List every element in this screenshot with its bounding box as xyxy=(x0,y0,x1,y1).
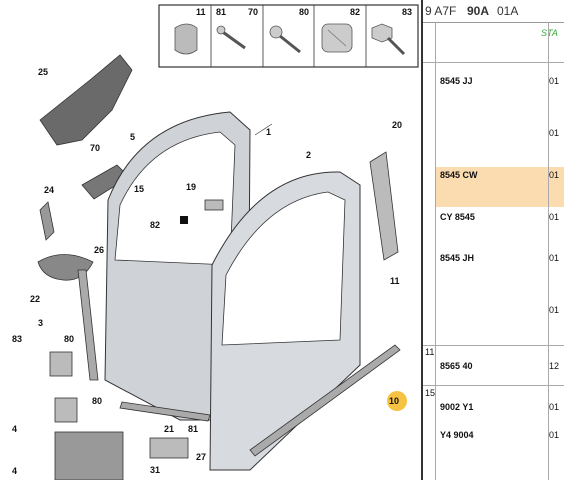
row-divider xyxy=(423,345,564,346)
callout-83[interactable]: 83 xyxy=(12,334,22,344)
hw-label-81: 81 xyxy=(216,7,226,17)
callout-25[interactable]: 25 xyxy=(38,67,48,77)
part-number-cell[interactable]: 8565 40 xyxy=(440,361,473,371)
qty-cell: 01 xyxy=(549,305,560,315)
fastener-82-icon xyxy=(180,216,188,224)
callout-70[interactable]: 70 xyxy=(90,143,100,153)
part-number-cell[interactable]: 9002 Y1 xyxy=(440,402,474,412)
callout-20[interactable]: 20 xyxy=(392,120,402,130)
part-number-cell[interactable]: 8545 JH xyxy=(440,253,475,263)
callout-24[interactable]: 24 xyxy=(44,185,54,195)
callout-5[interactable]: 5 xyxy=(130,132,135,142)
callout-22[interactable]: 22 xyxy=(30,294,40,304)
callout-81[interactable]: 81 xyxy=(188,424,198,434)
callout-26[interactable]: 26 xyxy=(94,245,104,255)
clip-icon[interactable] xyxy=(174,23,198,55)
callout-19[interactable]: 19 xyxy=(186,182,196,192)
glass-channel-part[interactable] xyxy=(369,151,399,261)
ref-cell: 11 xyxy=(425,347,435,357)
qty-cell: 01 xyxy=(549,76,560,86)
highlight-row xyxy=(435,167,564,207)
callout-2[interactable]: 2 xyxy=(306,150,311,160)
upper-hinge-part[interactable] xyxy=(49,351,73,377)
callout-80b[interactable]: 80 xyxy=(92,396,102,406)
callout-4b[interactable]: 4 xyxy=(12,466,17,476)
diagram-canvas: 11 81 70 80 82 83 xyxy=(12,4,419,480)
qty-cell: 01 xyxy=(549,430,560,440)
callout-4[interactable]: 4 xyxy=(12,424,17,434)
callout-3[interactable]: 3 xyxy=(38,318,43,328)
reference-header: 9 A7F 90A 01A xyxy=(423,0,564,23)
part-number-cell[interactable]: 8545 CW xyxy=(440,170,478,180)
bracket-part[interactable] xyxy=(39,201,55,241)
part-number-cell[interactable]: Y4 9004 xyxy=(440,430,474,440)
nut-clip-icon[interactable] xyxy=(321,23,353,53)
part-number-cell[interactable]: 8545 JJ xyxy=(440,76,473,86)
col-divider-1 xyxy=(435,22,436,480)
pad-part[interactable] xyxy=(149,437,189,459)
part-number-cell[interactable]: CY 8545 xyxy=(440,212,475,222)
header-bold: 90A xyxy=(467,4,490,18)
row-divider xyxy=(423,62,564,63)
qty-cell: 12 xyxy=(549,361,560,371)
qty-cell: 01 xyxy=(549,402,560,412)
callout-1[interactable]: 1 xyxy=(266,127,271,137)
header-prefix: 9 A7F xyxy=(425,4,457,18)
callout-11[interactable]: 11 xyxy=(390,276,400,286)
qty-cell: 01 xyxy=(549,253,560,263)
callout-10-ring xyxy=(387,391,407,411)
hw-label-11: 11 xyxy=(196,7,206,17)
door-seal-part[interactable] xyxy=(249,344,401,457)
qty-cell: 01 xyxy=(549,128,560,138)
callout-27[interactable]: 27 xyxy=(196,452,206,462)
row-divider xyxy=(423,385,564,386)
lower-strip-part[interactable] xyxy=(119,401,211,422)
hw-label-82: 82 xyxy=(350,7,360,17)
rivet-icon[interactable] xyxy=(216,25,246,50)
window-module-part[interactable] xyxy=(54,431,124,480)
qty-cell: 01 xyxy=(549,212,560,222)
qty-cell: 01 xyxy=(549,170,560,180)
callout-15[interactable]: 15 xyxy=(134,184,144,194)
callout-10[interactable]: 10 xyxy=(389,396,399,406)
hw-label-70: 70 xyxy=(248,7,258,17)
handle-cap-part[interactable] xyxy=(204,199,224,211)
hw-label-80: 80 xyxy=(299,7,309,17)
ref-cell: 15 xyxy=(425,388,436,398)
status-label: STA xyxy=(541,28,558,38)
header-suffix: 01A xyxy=(497,4,519,18)
col-divider-2 xyxy=(548,22,549,480)
bolt-icon[interactable] xyxy=(371,23,406,56)
callout-21[interactable]: 21 xyxy=(164,424,174,434)
trim-strip-part[interactable] xyxy=(77,269,99,381)
callout-82[interactable]: 82 xyxy=(150,220,160,230)
screw-icon[interactable] xyxy=(269,25,301,54)
exploded-diagram: 11 81 70 80 82 83 xyxy=(12,0,423,480)
hw-label-83: 83 xyxy=(402,7,412,17)
lower-hinge-part[interactable] xyxy=(54,397,78,423)
callout-31[interactable]: 31 xyxy=(150,465,160,475)
parts-table-panel: 9 A7F 90A 01A STA 8545 JJ 01 01 8545 CW … xyxy=(423,0,564,480)
callout-80[interactable]: 80 xyxy=(64,334,74,344)
inner-trim-panel[interactable] xyxy=(39,54,133,146)
